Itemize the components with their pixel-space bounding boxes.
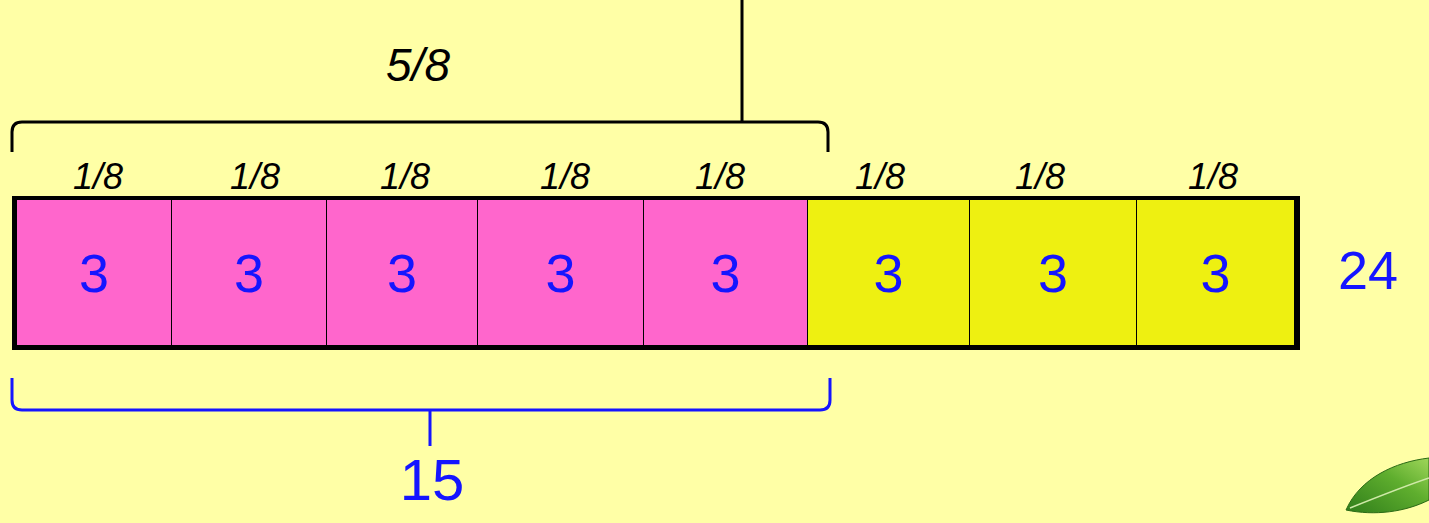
unit-fraction-label: 1/8 (230, 159, 280, 195)
bottom-brace (12, 378, 830, 446)
fraction-cell: 3 (808, 196, 970, 350)
fraction-cell: 3 (478, 196, 644, 350)
unit-fraction-label: 1/8 (380, 159, 430, 195)
cell-value: 3 (710, 246, 740, 300)
cell-value: 3 (234, 246, 264, 300)
fraction-label: 5/8 (386, 42, 450, 88)
leaf-illustration (1346, 458, 1429, 513)
cell-value: 3 (79, 246, 109, 300)
fraction-cell: 3 (1137, 196, 1300, 350)
fraction-cell: 3 (327, 196, 478, 350)
unit-fraction-label: 1/8 (540, 159, 590, 195)
unit-fraction-label: 1/8 (1015, 159, 1065, 195)
unit-fraction-label: 1/8 (73, 159, 123, 195)
total-label: 24 (1338, 243, 1398, 297)
unit-fraction-label: 1/8 (855, 159, 905, 195)
cell-value: 3 (1038, 246, 1068, 300)
cell-value: 3 (1200, 246, 1230, 300)
fraction-cell: 3 (172, 196, 327, 350)
unit-fraction-label: 1/8 (1188, 159, 1238, 195)
leaf-vein (1350, 478, 1429, 508)
top-brace (12, 0, 828, 152)
unit-fraction-label: 1/8 (695, 159, 745, 195)
fraction-cell: 3 (644, 196, 808, 350)
cell-value: 3 (545, 246, 575, 300)
part-total-label: 15 (400, 451, 465, 509)
fraction-cell: 3 (970, 196, 1137, 350)
cell-value: 3 (387, 246, 417, 300)
fraction-cell: 3 (12, 196, 172, 350)
cell-value: 3 (873, 246, 903, 300)
